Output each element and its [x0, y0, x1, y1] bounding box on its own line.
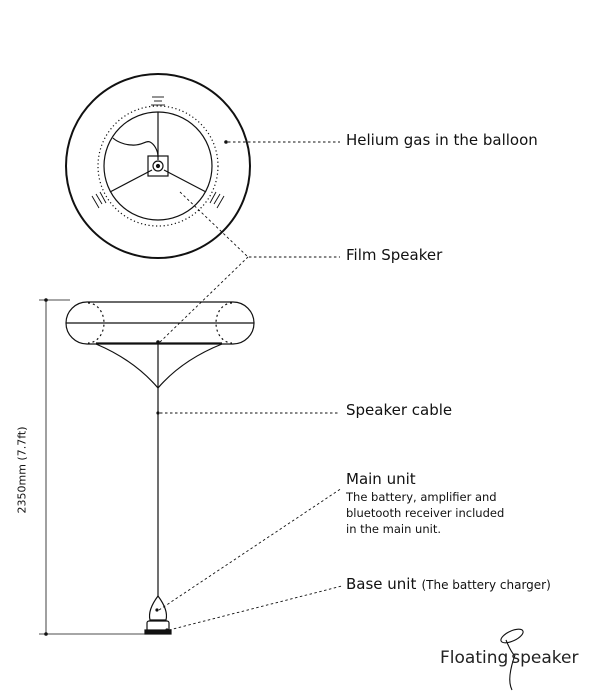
height-dimension — [39, 298, 150, 636]
balloon-outer-ring — [65, 73, 251, 259]
main-unit-desc-line-3: in the main unit. — [346, 522, 441, 536]
tick-marks — [91, 96, 225, 209]
internal-wire — [112, 137, 159, 158]
main-unit-leader — [158, 487, 343, 611]
speaker-cable-label: Speaker cable — [346, 401, 453, 419]
spoke-left — [109, 169, 153, 193]
base-unit-dot — [165, 628, 169, 632]
helium-marker-dot — [224, 140, 228, 144]
center-unit-circle — [152, 160, 164, 172]
film-speaker-leader-top — [179, 191, 340, 258]
balloon-top-view — [65, 73, 251, 259]
floating-speaker-logo-icon — [500, 628, 524, 691]
brand-name-part1: Floating — [440, 648, 509, 668]
balloon-side-view — [65, 301, 255, 635]
leader-lines — [158, 141, 343, 631]
left-helium-chamber — [87, 302, 105, 344]
base-unit-label-group: Base unit (The battery charger) — [346, 574, 551, 593]
film-speaker-leader-side — [159, 256, 249, 343]
main-unit-pod — [148, 594, 168, 621]
base-unit-leader — [168, 585, 343, 631]
base-unit-foot — [144, 629, 172, 635]
right-helium-chamber — [215, 302, 233, 344]
film-speaker-label: Film Speaker — [346, 246, 443, 264]
main-unit-dot — [155, 608, 159, 612]
base-unit-label: Base unit — [346, 575, 417, 593]
height-dimension-label: 2350mm (7.7ft) — [15, 426, 29, 514]
brand-name-part2: speaker — [511, 648, 579, 668]
main-unit-desc-line-1: The battery, amplifier and — [346, 490, 497, 504]
main-unit-desc-line-2: bluetooth receiver included — [346, 506, 505, 520]
center-unit-dot — [155, 163, 161, 169]
cone-shape — [95, 343, 223, 389]
speaker-cable-dot — [156, 411, 160, 415]
helium-label: Helium gas in the balloon — [346, 131, 538, 149]
spoke-right — [163, 169, 207, 193]
base-unit-note: (The battery charger) — [421, 578, 551, 592]
main-unit-title: Main unit — [346, 470, 416, 488]
film-speaker-dotted-ring — [97, 105, 219, 227]
film-speaker-center-dot — [156, 340, 160, 344]
